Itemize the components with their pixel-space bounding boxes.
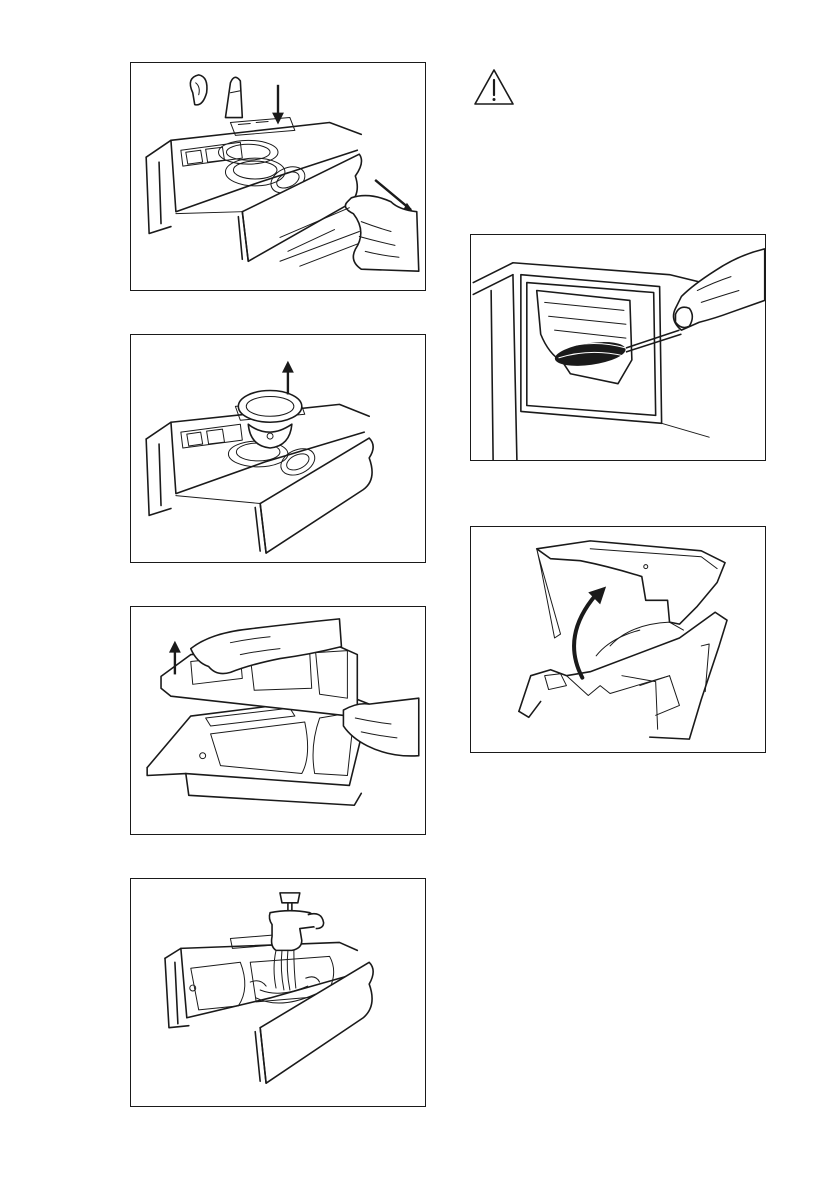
page-footer-strip <box>0 1186 840 1192</box>
figure-lift-siphon <box>130 334 426 563</box>
figure-rinse-under-tap <box>130 878 426 1107</box>
figure-brush-recess <box>470 234 766 461</box>
curved-arrow-icon <box>574 586 606 677</box>
figure-remove-top-part <box>130 606 426 835</box>
warning-triangle-icon <box>473 68 515 106</box>
figure-reassemble-top <box>470 526 766 753</box>
figure-push-release-pull <box>130 62 426 291</box>
